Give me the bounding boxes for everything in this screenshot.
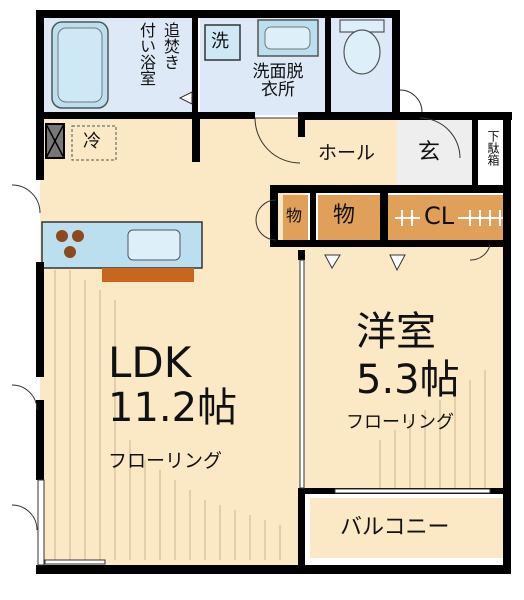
floor-hatching	[54, 270, 486, 560]
ldk-floor	[40, 118, 305, 570]
storage-box	[318, 195, 380, 240]
western-floor	[305, 245, 510, 493]
fridge-label: 冷	[83, 131, 101, 152]
stove-burner	[64, 246, 76, 258]
kitchen-sink	[127, 229, 181, 261]
balcony-floor	[310, 498, 505, 558]
washer-pan	[204, 24, 241, 61]
washroom-label: 洗面脱衣所	[252, 62, 304, 100]
door-swings	[11, 89, 491, 531]
western-room-label: 洋室	[356, 309, 436, 355]
door-triangles	[178, 91, 406, 272]
kitchen-bar	[102, 268, 194, 282]
washer-label: 洗	[211, 31, 229, 52]
balcony-label: バルコニー	[340, 515, 450, 540]
ldk-label: LDK	[108, 338, 192, 387]
storage-small-label: 物	[286, 206, 303, 225]
bath-label-2: 付い浴室	[137, 22, 156, 86]
closet-label: CL	[420, 204, 459, 228]
hall-label: ホール	[318, 142, 376, 164]
pipe-shaft-cross	[45, 123, 65, 159]
toilet-bowl	[343, 29, 381, 75]
fridge-space	[71, 125, 117, 161]
entrance-label: 玄	[418, 140, 441, 165]
storage-label: 物	[333, 203, 356, 228]
shoe-box-label: 下駄箱	[486, 130, 500, 166]
western-floor-label: フローリング	[346, 412, 454, 433]
ldk-size-label: 11.2帖	[108, 385, 238, 431]
stove-burner	[72, 230, 84, 242]
stove-burner	[56, 230, 68, 242]
storage-small-box	[283, 195, 308, 240]
hall-floor	[305, 118, 397, 188]
bathtub-inner	[57, 27, 103, 103]
entrance-floor	[397, 118, 477, 188]
ldk-floor-label: フローリング	[108, 450, 223, 472]
washbasin-bowl	[264, 26, 311, 50]
windows	[37, 259, 491, 566]
bath-label: 追焚き	[161, 22, 180, 70]
western-size-label: 5.3帖	[356, 357, 460, 403]
